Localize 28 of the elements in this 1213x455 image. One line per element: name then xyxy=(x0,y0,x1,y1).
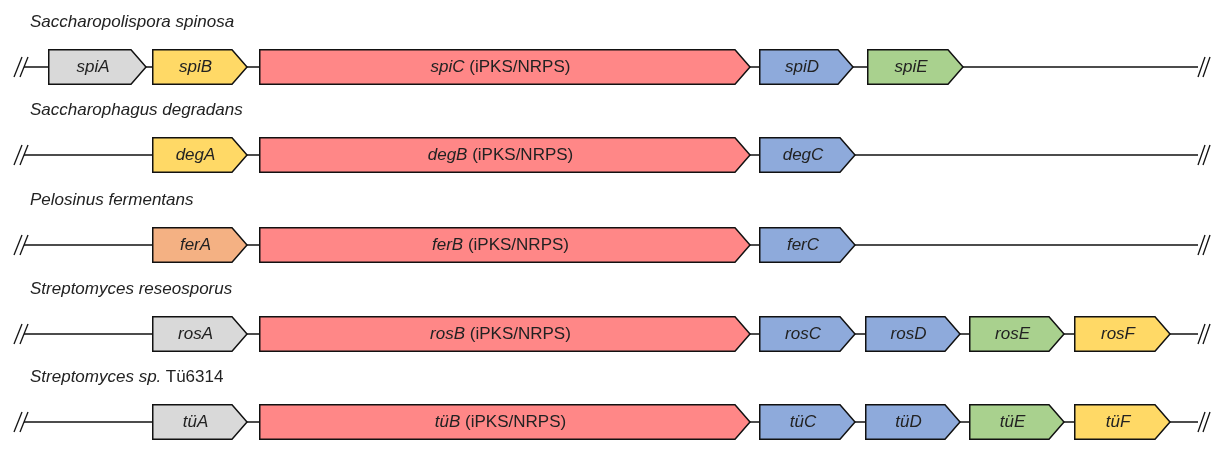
gene-block: tüE xyxy=(969,404,1064,440)
gene-block: spiD xyxy=(759,49,853,85)
gene-block: ferA xyxy=(152,227,247,263)
gene-block: rosA xyxy=(152,316,247,352)
gene-block: rosF xyxy=(1074,316,1170,352)
gene-block: tüD xyxy=(865,404,960,440)
gene-block: spiB xyxy=(152,49,247,85)
gene-block: rosD xyxy=(865,316,960,352)
gene-block: ferC xyxy=(759,227,855,263)
gene-block: tüB (iPKS/NRPS) xyxy=(259,404,750,440)
gene-block: spiA xyxy=(48,49,146,85)
gene-block: degB (iPKS/NRPS) xyxy=(259,137,750,173)
gene-block: tüA xyxy=(152,404,247,440)
species-name: Streptomyces sp. Tü6314 xyxy=(30,367,224,387)
gene-block: tüF xyxy=(1074,404,1170,440)
gene-block: spiE xyxy=(867,49,963,85)
species-name: Pelosinus fermentans xyxy=(30,190,194,210)
gene-block: degC xyxy=(759,137,855,173)
species-name: Saccharopolispora spinosa xyxy=(30,12,235,32)
gene-block: rosE xyxy=(969,316,1064,352)
gene-block: ferB (iPKS/NRPS) xyxy=(259,227,750,263)
species-name: Streptomyces reseosporus xyxy=(30,279,233,299)
gene-block: rosC xyxy=(759,316,855,352)
gene-block: degA xyxy=(152,137,247,173)
gene-block: spiC (iPKS/NRPS) xyxy=(259,49,750,85)
gene-block: tüC xyxy=(759,404,855,440)
gene-block: rosB (iPKS/NRPS) xyxy=(259,316,750,352)
species-name: Saccharophagus degradans xyxy=(30,100,243,120)
